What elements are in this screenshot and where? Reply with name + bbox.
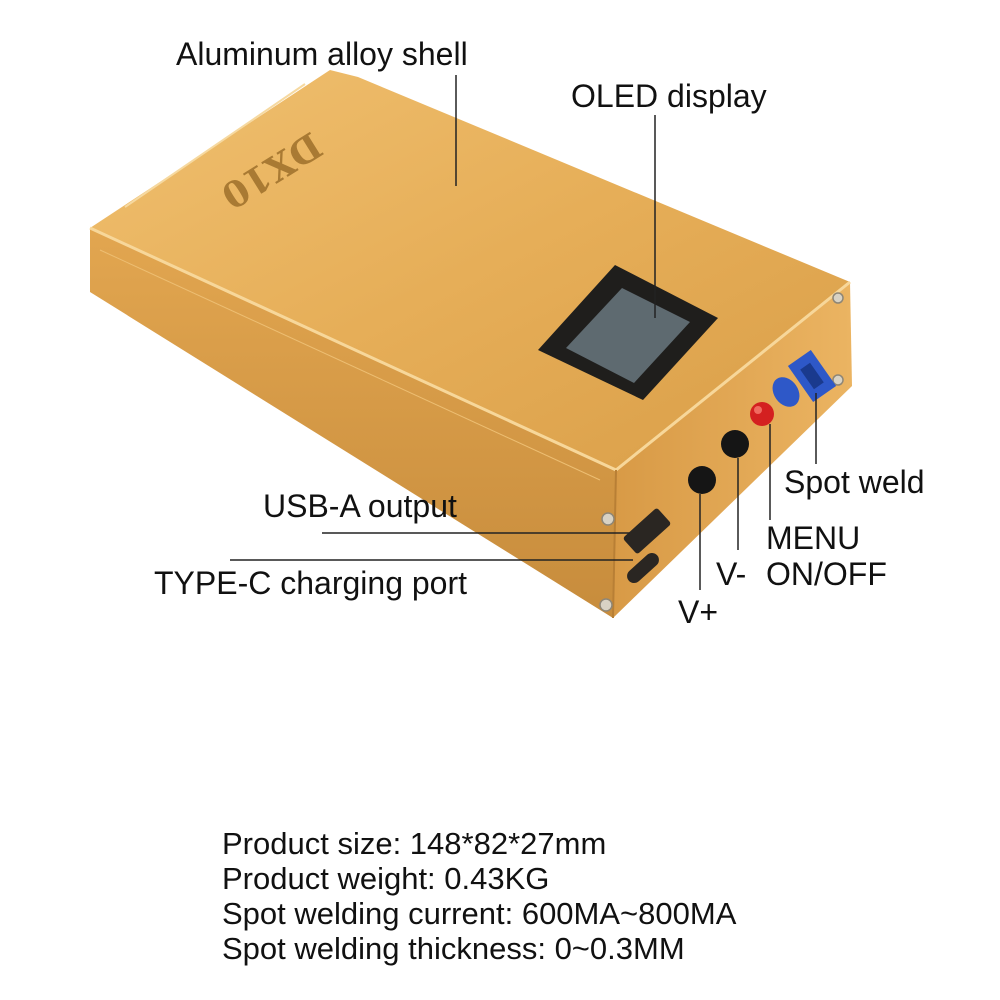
callout-on-off: ON/OFF xyxy=(766,556,887,592)
spec-thickness: Spot welding thickness: 0~0.3MM xyxy=(222,931,685,966)
callout-v-plus: V+ xyxy=(678,594,719,630)
type-c-port xyxy=(627,552,659,584)
callout-v-minus: V- xyxy=(716,556,747,592)
spec-size: Product size: 148*82*27mm xyxy=(222,826,607,861)
spec-current: Spot welding current: 600MA~800MA xyxy=(222,896,737,931)
screw xyxy=(601,512,615,526)
callout-oled: OLED display xyxy=(571,78,767,114)
callout-spot-weld: Spot weld xyxy=(784,464,925,500)
screw xyxy=(599,598,613,612)
spot-weld-port xyxy=(772,377,800,407)
spec-weight: Product weight: 0.43KG xyxy=(222,861,550,896)
menu-button xyxy=(750,402,774,426)
v-plus-button xyxy=(688,466,716,494)
usb-a-port xyxy=(623,508,671,554)
callout-shell: Aluminum alloy shell xyxy=(176,36,468,72)
callout-menu: MENU xyxy=(766,520,861,556)
screw xyxy=(832,374,844,386)
v-minus-button xyxy=(721,430,749,458)
device-front-face xyxy=(90,228,616,618)
callout-usb-a: USB-A output xyxy=(263,488,457,524)
oled-screen xyxy=(566,288,690,383)
screw xyxy=(832,292,844,304)
spec-list: Product size: 148*82*27mm Product weight… xyxy=(222,826,736,966)
callout-type-c: TYPE-C charging port xyxy=(154,565,468,601)
